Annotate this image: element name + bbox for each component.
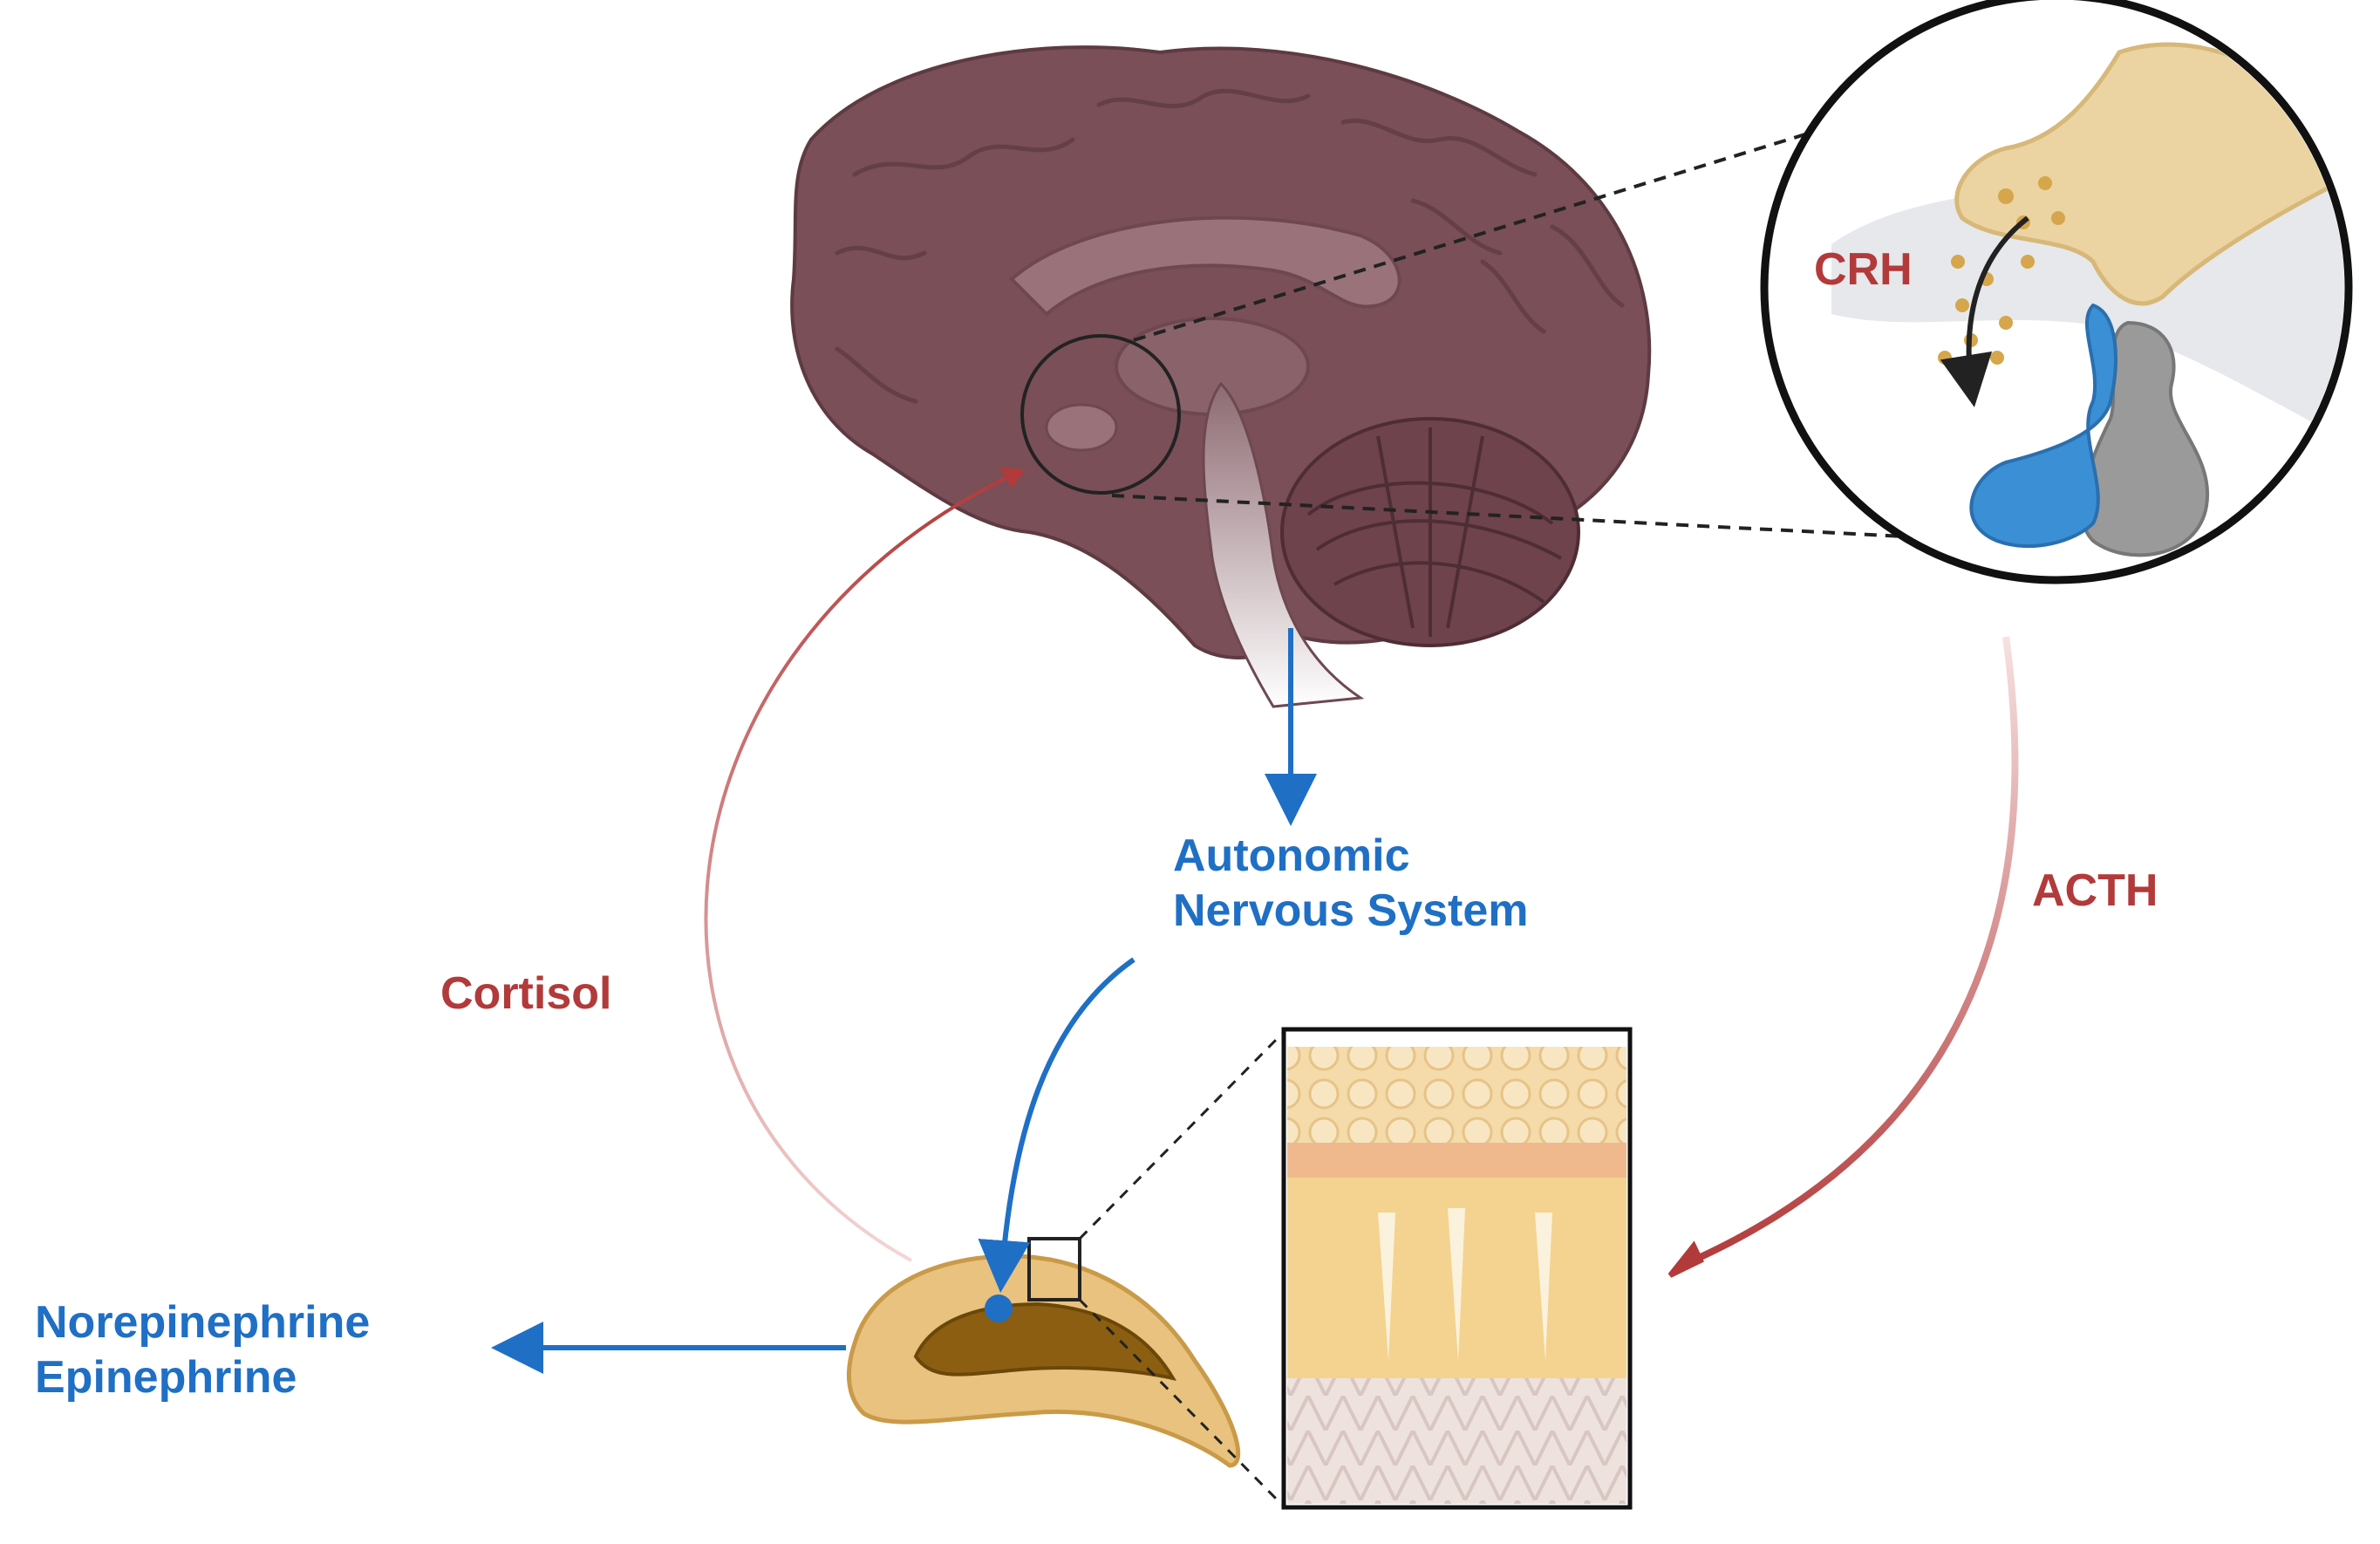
cortisol-arrowhead (999, 467, 1026, 488)
acth-arrowhead (1667, 1240, 1704, 1278)
brainstem (1202, 381, 1365, 708)
hypothalamus-highlight-ring (1020, 334, 1181, 495)
crh-label: CRH (1814, 244, 1913, 295)
sinusoids (1378, 1208, 1552, 1361)
pituitary-region (1045, 403, 1118, 452)
ans-nerve-ending (985, 1295, 1013, 1322)
adrenal-gland (846, 1237, 1241, 1468)
anterior-pituitary (1969, 303, 2117, 549)
acth-label: ACTH (2032, 865, 2158, 916)
corpus-callosum (1009, 215, 1401, 317)
zona-band (1287, 1143, 1626, 1178)
zona-reticularis (1287, 1378, 1626, 1504)
zona-glomerulosa (1287, 1047, 1626, 1143)
zoom-line-top (1133, 90, 1946, 342)
catecholamines-label: Norepinephrine Epinephrine (35, 1295, 370, 1406)
crh-release-arrow (1940, 215, 2029, 407)
adrenal-zoom-line-top (1078, 1032, 1284, 1240)
cortisol-label: Cortisol (440, 968, 612, 1019)
adrenal-zoom-line-bottom (1078, 1298, 1284, 1506)
norepinephrine-label: Norepinephrine (35, 1297, 371, 1348)
cerebellum (1280, 417, 1580, 647)
ans-label-line1: Autonomic (1173, 830, 1410, 881)
ans-label: Autonomic Nervous System (1173, 829, 1529, 939)
ans-label-line2: Nervous System (1173, 885, 1529, 937)
acth-arrow (1681, 636, 2019, 1268)
brain-illustration (790, 45, 1652, 708)
adrenal-cortex-inset (1281, 1027, 1633, 1510)
pituitary-zoom-inset (1760, 0, 2353, 584)
brain-gyri (835, 88, 1625, 404)
ans-to-adrenal-arrow (978, 957, 1135, 1293)
epinephrine-label: Epinephrine (35, 1352, 297, 1404)
cortisol-feedback-arrow (704, 469, 1021, 1262)
